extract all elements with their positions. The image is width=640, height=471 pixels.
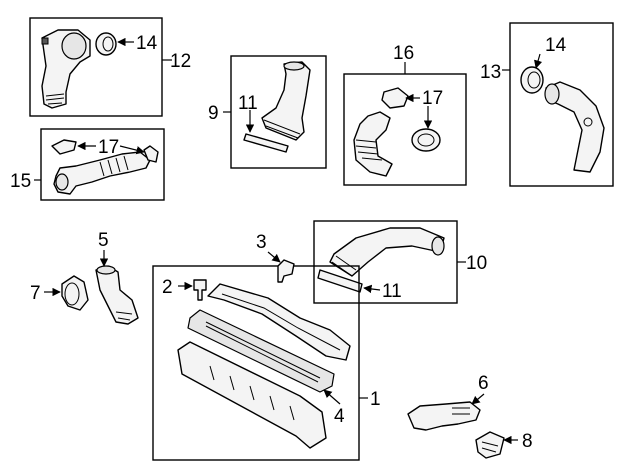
callout-17b: 17 [422,88,443,109]
part-16-clamp-top [381,87,409,109]
part-11-seal-a [243,133,289,153]
part-16-hose [353,111,393,177]
part-14-clamp-b-inner [527,71,541,89]
part-5-duct [95,265,139,325]
group-12-frame [29,17,163,117]
part-8-insert-ribs [481,441,499,453]
part-6-8-group: 6 8 [407,373,533,459]
callout-13: 13 [480,62,501,83]
part-12-bracket [41,37,49,45]
part-17-clamp-b [143,145,159,163]
part-10-duct [329,227,445,277]
part-1-cowl-cover [207,283,351,361]
callout-2: 2 [162,277,173,298]
callout-3: 3 [256,232,267,253]
part-7-cap-rim [64,282,80,306]
callout-5: 5 [98,230,109,251]
callout-14b: 14 [545,35,567,56]
callout-17a: 17 [98,137,119,158]
part-3-clip [277,259,295,283]
part-15-hose-end [55,173,69,191]
part-9-duct-top [283,61,305,71]
leader-4 [323,389,341,405]
part-15-hose [53,151,151,195]
callout-9: 9 [208,103,219,124]
group-15-frame [40,128,165,201]
part-8-insert [475,431,505,459]
leader-6 [471,393,485,405]
group-13-frame [509,22,614,187]
callout-1: 1 [370,389,381,410]
part-1-cowl-tray [177,341,327,449]
part-15-hose-ribs [99,155,129,177]
leader-14b [534,53,543,69]
leader-11b [363,284,381,294]
part-3-group: 3 [256,232,295,283]
part-13-air-duct [545,81,605,173]
part-6-duct-grille [452,407,470,415]
part-10-duct-flange [331,255,357,277]
part-9-duct [261,61,311,141]
group-1-box: 1 4 2 [152,265,381,461]
group-1-frame [152,265,360,461]
part-12-duct-opening [61,32,87,60]
part-16-clamp-right [411,128,441,152]
part-10-duct-end [431,236,445,256]
part-17-clamp-a [51,139,77,155]
part-5-duct-top [96,265,116,275]
part-1-cover-ridge [221,293,341,351]
part-16-clamp-right-inner [417,133,435,147]
callout-15: 15 [10,171,31,192]
part-7-cap [61,275,89,311]
callout-4: 4 [334,406,345,427]
part-11-seal-b [317,269,363,293]
part-2-bolt [193,279,207,301]
part-13-duct-opening [544,83,560,105]
part-1-tray-slots [209,365,295,421]
callout-12: 12 [170,51,191,72]
callout-11a: 11 [238,93,258,114]
callout-6: 6 [478,373,489,394]
leader-17a-right [119,145,145,155]
callout-16: 16 [393,43,414,64]
callout-10: 10 [466,253,487,274]
group-10-box: 10 11 [313,220,487,304]
group-12-box: 12 14 [29,17,191,117]
callout-11b: 11 [382,281,402,302]
group-15-box: 15 17 [10,128,165,201]
part-9-duct-edge [263,119,301,139]
part-14-clamp-a-inner [102,36,114,52]
callout-7: 7 [30,283,41,304]
part-5-7-group: 5 7 [30,230,139,325]
part-5-duct-vent [115,311,133,321]
callout-8: 8 [522,431,533,452]
leader-3 [267,251,281,263]
group-16-box: 16 17 [343,43,467,186]
group-9-box: 9 11 [208,55,327,169]
part-13-mount [583,117,593,127]
part-4-filter-pleats [205,321,321,383]
group-13-box: 13 14 [480,22,614,187]
part-12-duct-ribs [45,93,65,105]
part-16-hose-ribs [355,139,383,161]
part-6-duct [407,401,481,431]
callout-14a: 14 [136,33,158,54]
